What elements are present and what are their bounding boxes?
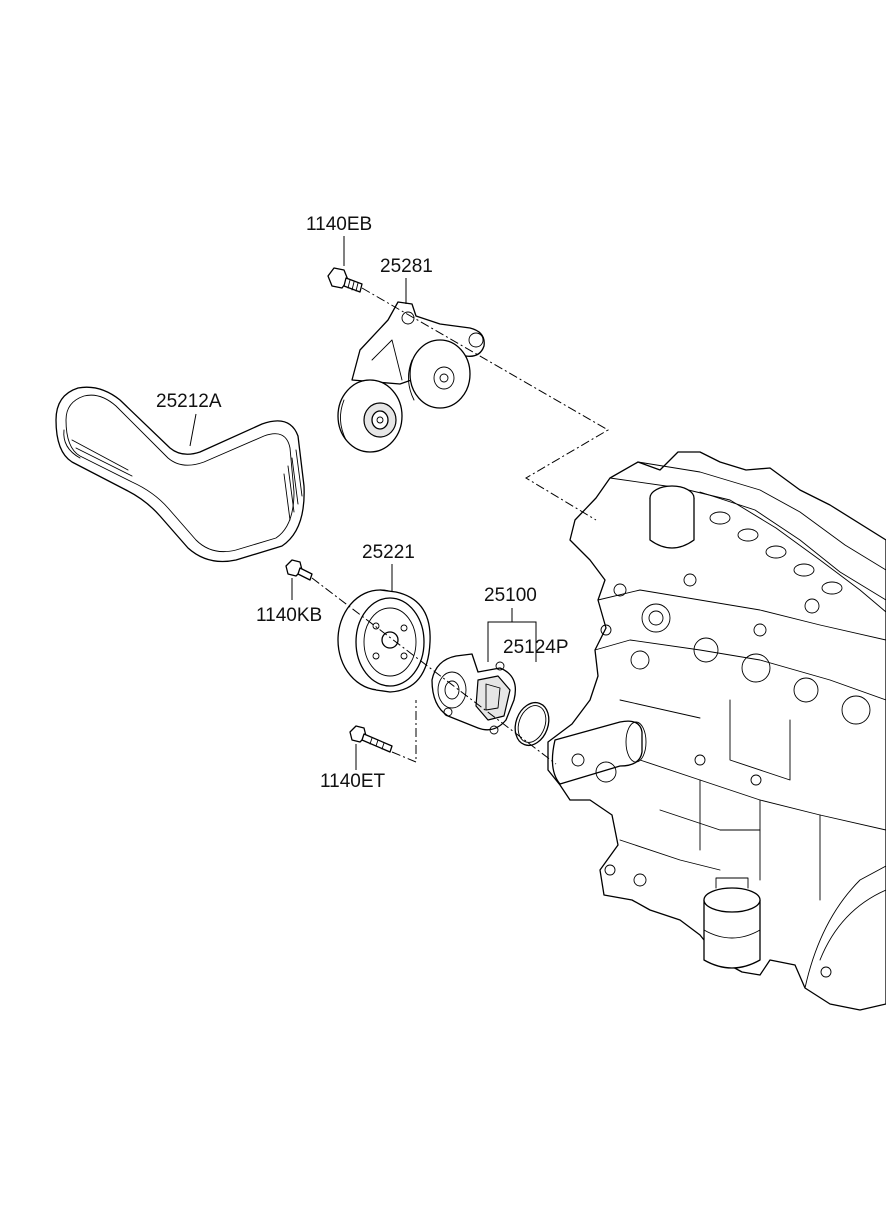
label-25281: 25281 [380,256,433,277]
drive-belt [55,386,305,563]
label-1140eb: 1140EB [306,214,372,235]
label-1140et: 1140ET [320,771,386,792]
water-pump [431,653,517,735]
label-25212a: 25212A [156,391,222,412]
water-pump-pulley [337,589,431,693]
leader-lines [189,236,537,770]
belt-tensioner [337,301,485,453]
assembly-lines [311,287,609,765]
bolt-1140kb [285,559,313,581]
label-25124p: 25124P [503,637,569,658]
bolt-1140eb [327,267,363,293]
label-25221: 25221 [362,542,415,563]
engine-block [547,451,886,1011]
label-25100: 25100 [484,585,537,606]
gasket [514,701,550,747]
bolt-1140et [349,725,393,753]
label-1140kb: 1140KB [256,605,322,626]
